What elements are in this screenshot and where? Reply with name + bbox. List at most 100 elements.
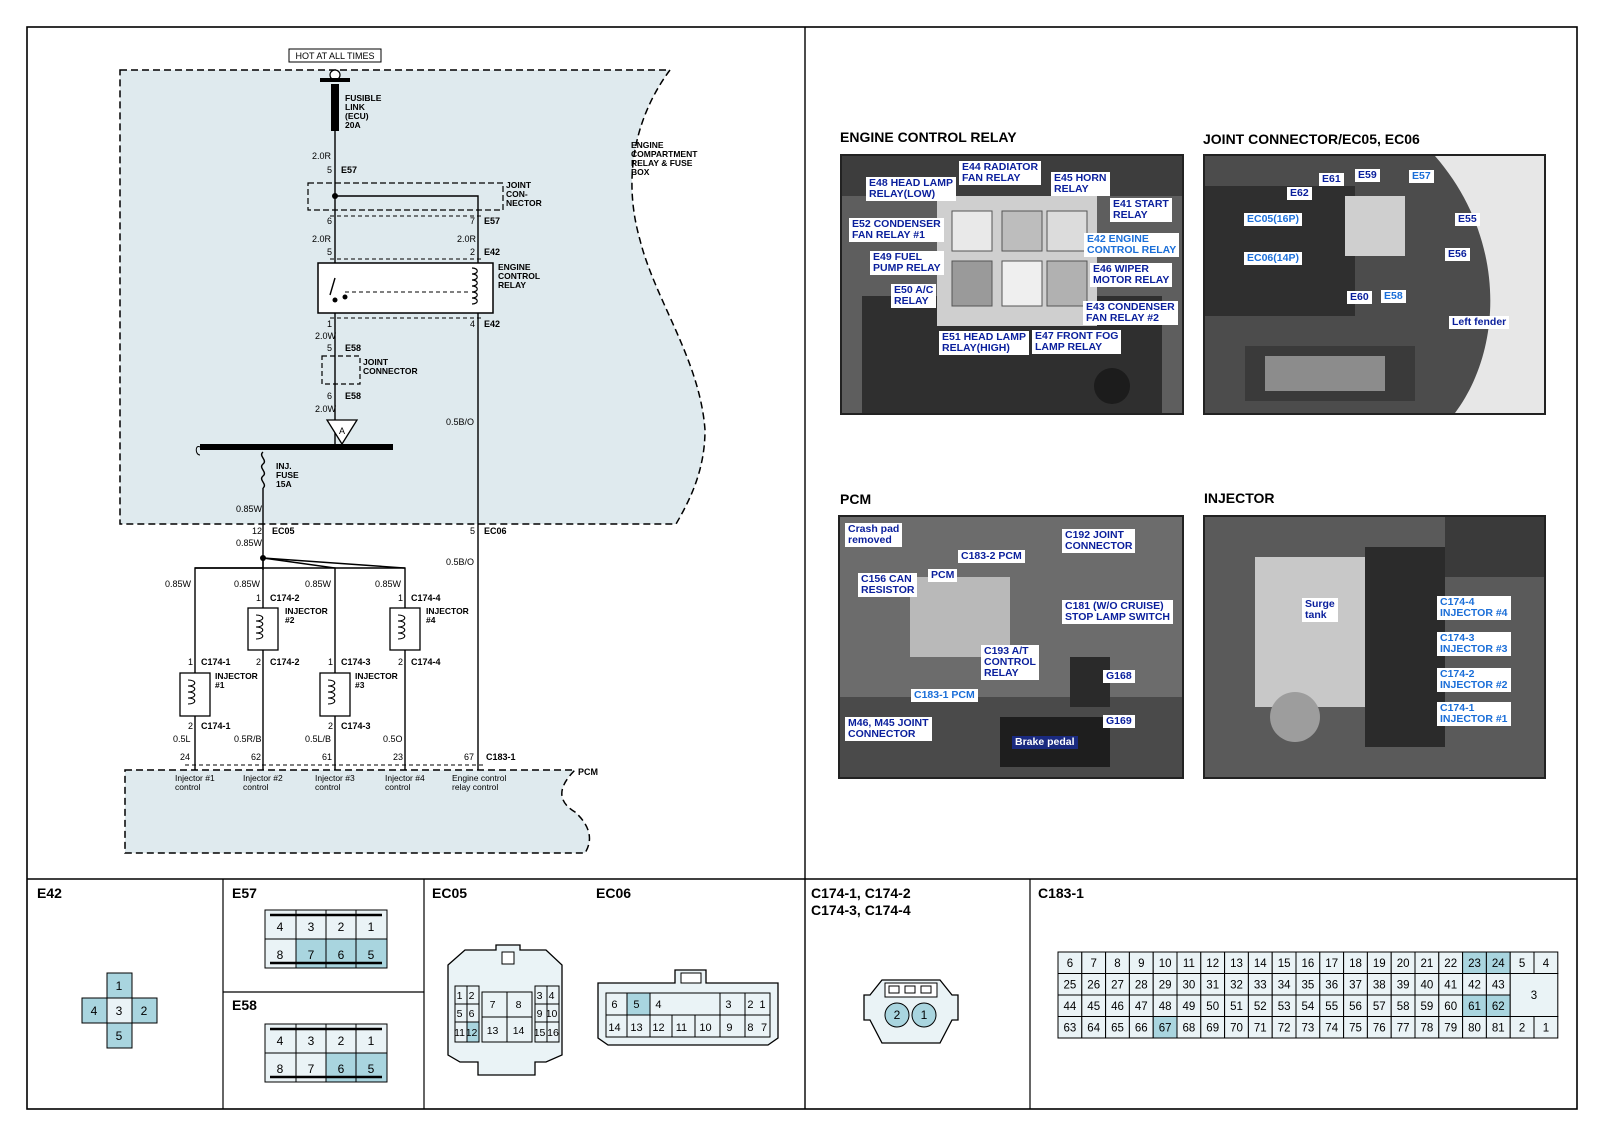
svg-text:C174-4: C174-4 (411, 593, 441, 603)
c183-pin-label: 52 (1254, 1001, 1267, 1013)
svg-text:2.0R: 2.0R (312, 151, 332, 161)
callout-e41: E41 START RELAY (1110, 198, 1172, 222)
c183-pin-label: 47 (1135, 1001, 1148, 1013)
c183-pin-label: 12 (1206, 958, 1219, 970)
svg-text:2: 2 (398, 657, 403, 667)
svg-text:6: 6 (338, 948, 345, 962)
callout-e59: E59 (1355, 169, 1380, 182)
svg-text:2: 2 (338, 1034, 345, 1048)
connector-a-triangle (325, 419, 359, 446)
svg-text:0.85W: 0.85W (375, 579, 402, 589)
callout-c192: C192 JOINT CONNECTOR (1062, 529, 1136, 553)
c183-pin-label: 56 (1349, 1001, 1362, 1013)
callout-e43: E43 CONDENSER FAN RELAY #2 (1083, 301, 1178, 325)
svg-text:4: 4 (277, 1034, 284, 1048)
photo-engine-control-relay: E48 HEAD LAMP RELAY(LOW) E44 RADIATOR FA… (840, 154, 1184, 415)
photo-title-injector: INJECTOR (1204, 490, 1275, 506)
label-e57: E57 (232, 885, 257, 901)
svg-text:6 5 4: 6 5 4 3 2 1 14 13 12 11 10 9 8 7 (608, 999, 768, 1034)
callout-c193: C193 A/T CONTROL RELAY (981, 645, 1039, 680)
c183-pin-label: 14 (1254, 958, 1267, 970)
c183-pin-label: 59 (1421, 1001, 1434, 1013)
svg-text:0.5B/O: 0.5B/O (446, 417, 474, 427)
c183-pin-label: 32 (1230, 979, 1243, 991)
c183-pin-label: 77 (1397, 1022, 1410, 1034)
c183-pin-label: 68 (1183, 1022, 1196, 1034)
svg-text:1: 1 (921, 1008, 928, 1022)
c183-pin-label: 5 (1519, 958, 1525, 970)
c183-pin-label: 67 (1159, 1022, 1172, 1034)
connector-views: 1 2 3 4 5 4 3 2 1 8 7 6 5 (81, 909, 1559, 1083)
svg-text:E57: E57 (341, 165, 357, 175)
c183-pin-label: 7 (1090, 958, 1096, 970)
c183-pin-label: 72 (1278, 1022, 1291, 1034)
svg-text:1: 1 (256, 593, 261, 603)
callout-c174-4: C174-4 INJECTOR #4 (1437, 596, 1511, 620)
svg-text:1: 1 (327, 319, 332, 329)
c183-pin-label: 11 (1183, 958, 1195, 970)
svg-text:1: 1 (398, 593, 403, 603)
c183-pin-label: 80 (1468, 1022, 1481, 1034)
c183-pin-3 (1509, 973, 1559, 1017)
c183-pin-label: 76 (1373, 1022, 1386, 1034)
fusible-link-symbol (331, 84, 339, 131)
svg-text:8: 8 (277, 1062, 284, 1076)
svg-text:C174-3: C174-3 (341, 721, 371, 731)
c183-pin-label: 39 (1397, 979, 1410, 991)
callout-g169: G169 (1103, 715, 1135, 728)
c183-pin-label: 69 (1206, 1022, 1219, 1034)
callout-e60: E60 (1347, 291, 1372, 304)
svg-text:0.5B/O: 0.5B/O (446, 557, 474, 567)
svg-text:3: 3 (308, 920, 315, 934)
svg-text:2.0R: 2.0R (312, 234, 332, 244)
c183-pin-label: 29 (1159, 979, 1172, 991)
c183-pin-label: 24 (1492, 958, 1505, 970)
c183-pin-label: 42 (1468, 979, 1481, 991)
c183-pin-label: 25 (1064, 979, 1077, 991)
c183-pin-label: 41 (1444, 979, 1457, 991)
callout-e51: E51 HEAD LAMP RELAY(HIGH) (939, 331, 1030, 355)
label-e42: E42 (37, 885, 62, 901)
joint-connector-e58 (321, 355, 361, 385)
svg-text:E57: E57 (484, 216, 500, 226)
c183-pin-label: 28 (1135, 979, 1148, 991)
connector-ec06: 6 5 4 3 2 1 14 13 12 11 10 9 8 7 (597, 969, 779, 1046)
c183-pin-label: 55 (1325, 1001, 1338, 1013)
c183-pin-label: 57 (1373, 1001, 1386, 1013)
c183-pin-label: 26 (1087, 979, 1100, 991)
callout-e42: E42 ENGINE CONTROL RELAY (1084, 233, 1180, 257)
c183-pin-label: 22 (1444, 958, 1457, 970)
svg-text:5: 5 (327, 343, 332, 353)
svg-text:E58: E58 (345, 391, 361, 401)
photo-joint-connector: E61 E59 E57 E62 EC05(16P) E55 EC06(14P) … (1203, 154, 1546, 415)
svg-text:0.85W: 0.85W (236, 538, 263, 548)
svg-text:2.0R: 2.0R (457, 234, 477, 244)
svg-text:INJECTOR#3: INJECTOR#3 (355, 671, 398, 690)
svg-text:C174-2: C174-2 (270, 593, 300, 603)
c183-pin-label: 15 (1278, 958, 1291, 970)
svg-text:0.5L/B: 0.5L/B (305, 734, 331, 744)
svg-text:3: 3 (116, 1004, 123, 1018)
pcm-region (124, 769, 591, 854)
callout-e45: E45 HORN RELAY (1051, 172, 1110, 196)
svg-text:E42: E42 (484, 247, 500, 257)
c183-pin-label: 58 (1397, 1001, 1410, 1013)
svg-text:2.0W: 2.0W (315, 404, 337, 414)
svg-text:E42: E42 (484, 319, 500, 329)
callout-c183-1: C183-1 PCM (911, 689, 978, 702)
svg-text:2: 2 (338, 920, 345, 934)
callout-c156: C156 CAN RESISTOR (858, 573, 918, 597)
callout-c174-3: C174-3 INJECTOR #3 (1437, 632, 1511, 656)
svg-text:C183-1: C183-1 (486, 752, 516, 762)
c183-pin-label: 40 (1421, 979, 1434, 991)
engine-control-relay (317, 262, 494, 314)
callout-e48: E48 HEAD LAMP RELAY(LOW) (866, 177, 957, 201)
c183-pin-label: 13 (1230, 958, 1243, 970)
c183-pin-label: 23 (1468, 958, 1481, 970)
svg-text:2: 2 (328, 721, 333, 731)
svg-text:4: 4 (470, 319, 475, 329)
svg-text:EC06: EC06 (484, 526, 507, 536)
c183-pin-label: 79 (1444, 1022, 1457, 1034)
